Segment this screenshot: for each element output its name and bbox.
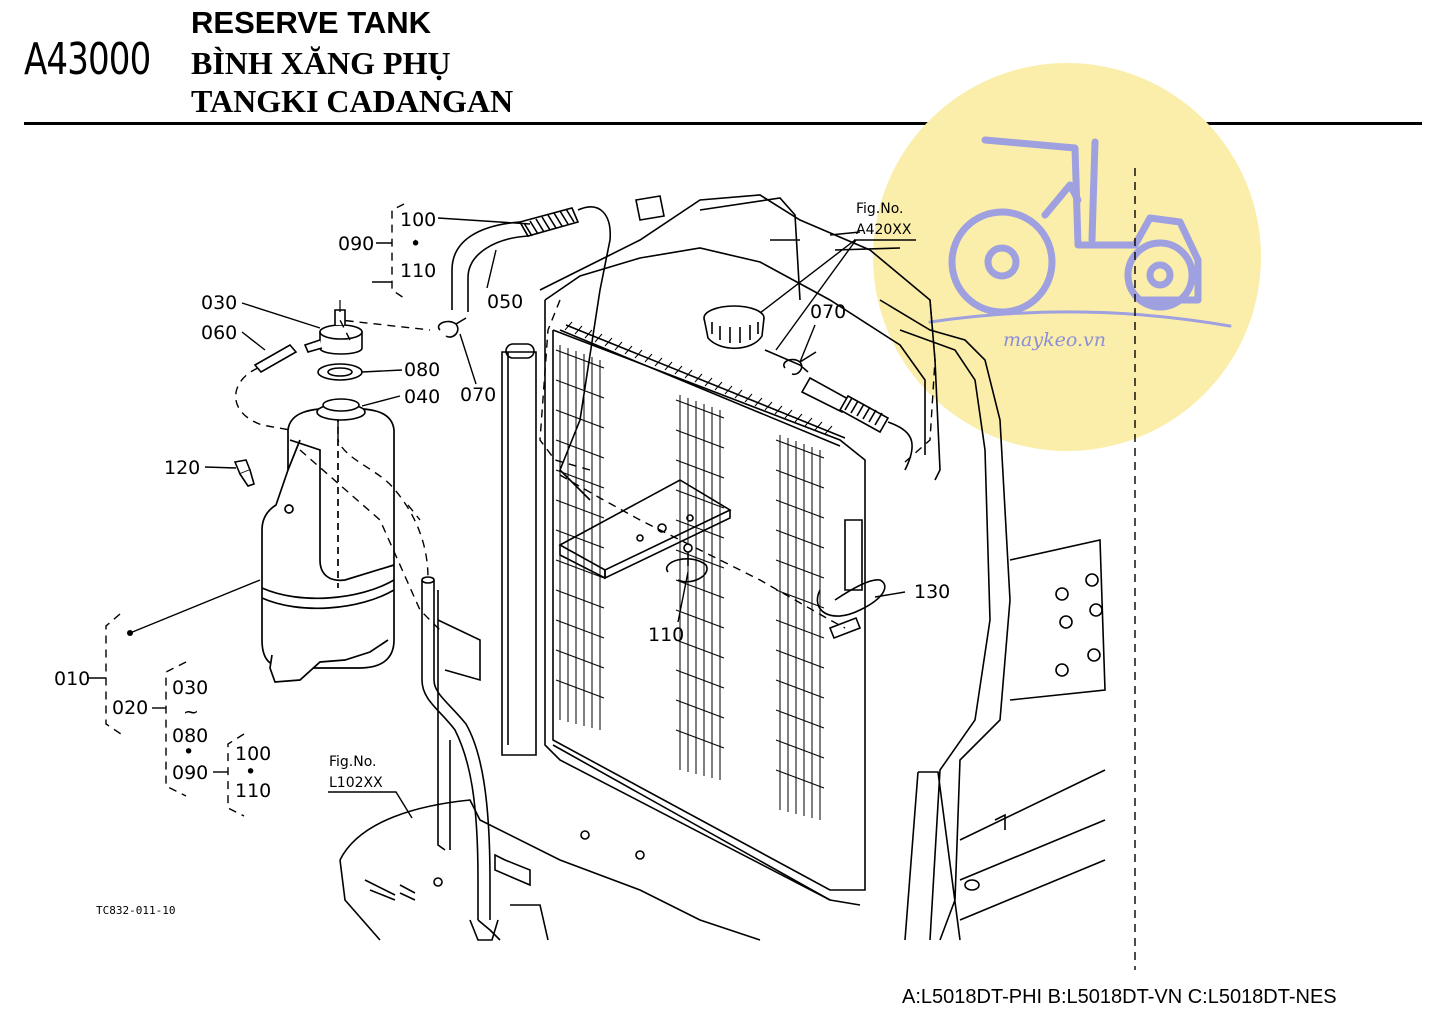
- drain-tube: [421, 576, 499, 941]
- title-english: RESERVE TANK: [191, 5, 432, 40]
- callout-dot-list-2: •: [245, 761, 256, 783]
- callout-100-top: 100: [400, 209, 436, 231]
- figref-a420-label: Fig.No.: [856, 201, 904, 217]
- watermark-text: maykeo.vn: [1003, 329, 1106, 351]
- callout-tilde: ~: [183, 701, 199, 723]
- callout-020: 020: [112, 697, 148, 719]
- figref-l102-value: L102XX: [329, 775, 383, 791]
- radiator-assembly: [501, 194, 941, 906]
- callout-130: 130: [914, 581, 950, 603]
- header-rule: [24, 122, 1422, 125]
- callout-070-left: 070: [460, 384, 496, 406]
- callout-070-right: 070: [810, 301, 846, 323]
- callout-080: 080: [404, 359, 440, 381]
- overflow-hose: [233, 206, 913, 640]
- radiator-fins: [555, 321, 833, 821]
- callout-010: 010: [54, 668, 90, 690]
- title-vietnamese: BÌNH XĂNG PHỤ: [191, 45, 451, 81]
- callout-030-list: 030: [172, 677, 208, 699]
- section-code: A43000: [24, 34, 151, 85]
- callout-100-list: 100: [235, 743, 271, 765]
- callout-080-list: 080: [172, 725, 208, 747]
- model-applicability: A:L5018DT-PHI B:L5018DT-VN C:L5018DT-NES: [902, 986, 1337, 1008]
- title-indonesian: TANGKI CADANGAN: [191, 83, 514, 119]
- callout-040: 040: [404, 386, 440, 408]
- frame-and-chassis: [339, 195, 1106, 941]
- figref-l102-label: Fig.No.: [329, 754, 377, 770]
- callout-110-top: 110: [400, 260, 436, 282]
- watermark-circle: [873, 63, 1261, 451]
- leader-lines: [88, 168, 1136, 970]
- callout-090-list: 090: [172, 762, 208, 784]
- callout-dot-list: •: [183, 741, 194, 763]
- callout-110-list: 110: [235, 780, 271, 802]
- callout-120: 120: [164, 457, 200, 479]
- figref-a420-value: A420XX: [856, 222, 912, 238]
- callout-090-top: 090: [338, 233, 374, 255]
- watermark: maykeo.vn: [873, 63, 1261, 451]
- tank-cap-assembly: [253, 300, 366, 421]
- reserve-tank: [261, 407, 395, 683]
- leader-dot-010: [127, 630, 133, 636]
- callout-030: 030: [201, 292, 237, 314]
- callout-dot-top: •: [410, 233, 421, 255]
- callout-060: 060: [201, 322, 237, 344]
- drawing-number: TC832-011-10: [96, 904, 175, 917]
- callout-050: 050: [487, 291, 523, 313]
- callout-110-center: 110: [648, 624, 684, 646]
- tractor-logo-icon: [928, 136, 1232, 328]
